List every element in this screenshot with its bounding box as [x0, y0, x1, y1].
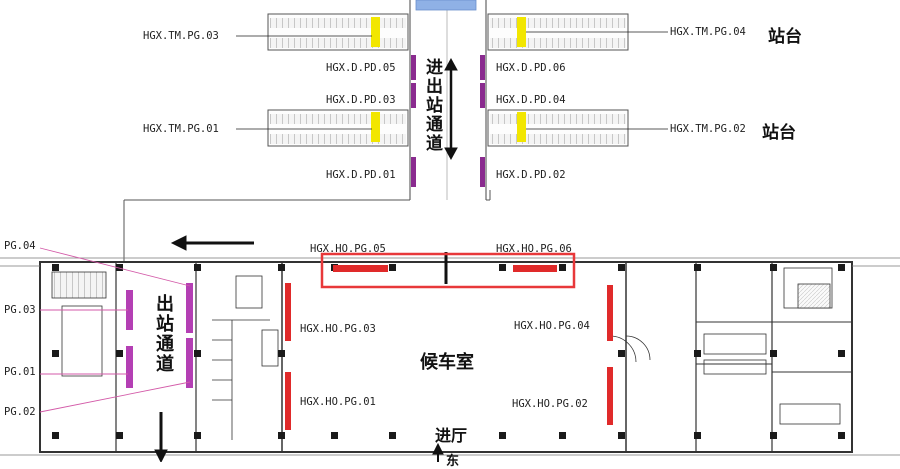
label-platform-mid: 站台: [762, 123, 796, 143]
label-east: 东: [446, 454, 460, 469]
gate-tm-pg-04: [517, 17, 526, 47]
gate-tm-pg-02: [517, 112, 526, 142]
label-tm-pg-02: HGX.TM.PG.02: [670, 123, 746, 135]
label-d-pd-02: HGX.D.PD.02: [496, 169, 566, 181]
label-pg-01: PG.01: [4, 366, 36, 378]
label-pg-04: PG.04: [4, 240, 36, 252]
exit-gates: [126, 283, 193, 388]
label-pg-03: PG.03: [4, 304, 36, 316]
label-tm-pg-04: HGX.TM.PG.04: [670, 26, 746, 38]
label-waiting-room: 候车室: [420, 352, 474, 373]
escalator-mr-lower: [490, 134, 626, 144]
label-ho-pg-03: HGX.HO.PG.03: [300, 323, 376, 335]
skylight: [415, 0, 477, 11]
label-platform-top: 站台: [768, 27, 802, 47]
gate-tm-pg-01: [371, 112, 380, 142]
tm-leader-lines: [236, 31, 668, 130]
label-d-pd-05: HGX.D.PD.05: [326, 62, 396, 74]
gate-ho-pg-06: [513, 265, 557, 272]
escalator-tr-lower: [490, 38, 626, 48]
columns: [52, 264, 845, 439]
gate-d-pd-01: [411, 157, 416, 187]
label-d-pd-04: HGX.D.PD.04: [496, 94, 566, 106]
gate-d-pd-03: [411, 83, 416, 108]
label-d-pd-06: HGX.D.PD.06: [496, 62, 566, 74]
exit-direction-arrow: [170, 235, 254, 251]
label-d-pd-03: HGX.D.PD.03: [326, 94, 396, 106]
gate-pg-03: [126, 290, 133, 330]
entry-arrow: [432, 442, 444, 462]
label-passage-in-out: 进出站通道: [422, 58, 442, 153]
label-ho-pg-02: HGX.HO.PG.02: [512, 398, 588, 410]
door-gates: [411, 55, 485, 187]
escalator-tl-lower: [270, 38, 406, 48]
gate-ho-pg-02: [607, 367, 613, 425]
escalator-ml-lower: [270, 134, 406, 144]
escalator-tl-upper: [270, 18, 406, 28]
escalator-ml-upper: [270, 114, 406, 124]
hall-gates: [285, 265, 613, 430]
gate-d-pd-04: [480, 83, 485, 108]
gate-pg-02: [186, 338, 193, 388]
label-tm-pg-03: HGX.TM.PG.03: [143, 30, 219, 42]
gate-tm-pg-03: [371, 17, 380, 47]
escalator-tr-upper: [490, 18, 626, 28]
pg-leader-lines: [39, 247, 191, 413]
escalator-mr-upper: [490, 114, 626, 124]
gate-ho-pg-03: [285, 283, 291, 341]
gate-ho-pg-04: [607, 285, 613, 341]
label-pg-02: PG.02: [4, 406, 36, 418]
platform-gates: [371, 17, 526, 142]
highlight-box: [320, 252, 576, 289]
label-d-pd-01: HGX.D.PD.01: [326, 169, 396, 181]
gate-d-pd-05: [411, 55, 416, 80]
label-entry-hall: 进厅: [435, 426, 468, 445]
label-tm-pg-01: HGX.TM.PG.01: [143, 123, 219, 135]
escalator-group: [270, 18, 626, 144]
label-ho-pg-04: HGX.HO.PG.04: [514, 320, 590, 332]
gate-d-pd-06: [480, 55, 485, 80]
gate-pg-04: [186, 283, 193, 333]
label-ho-pg-06: HGX.HO.PG.06: [496, 243, 572, 255]
down-arrow: [154, 412, 168, 462]
gate-ho-pg-05: [333, 265, 388, 272]
label-passage-exit: 出站通道: [153, 294, 174, 374]
gate-d-pd-02: [480, 157, 485, 187]
label-ho-pg-05: HGX.HO.PG.05: [310, 243, 386, 255]
gate-pg-01: [126, 346, 133, 388]
passage-arrow: [444, 57, 458, 161]
label-ho-pg-01: HGX.HO.PG.01: [300, 396, 376, 408]
gate-ho-pg-01: [285, 372, 291, 430]
